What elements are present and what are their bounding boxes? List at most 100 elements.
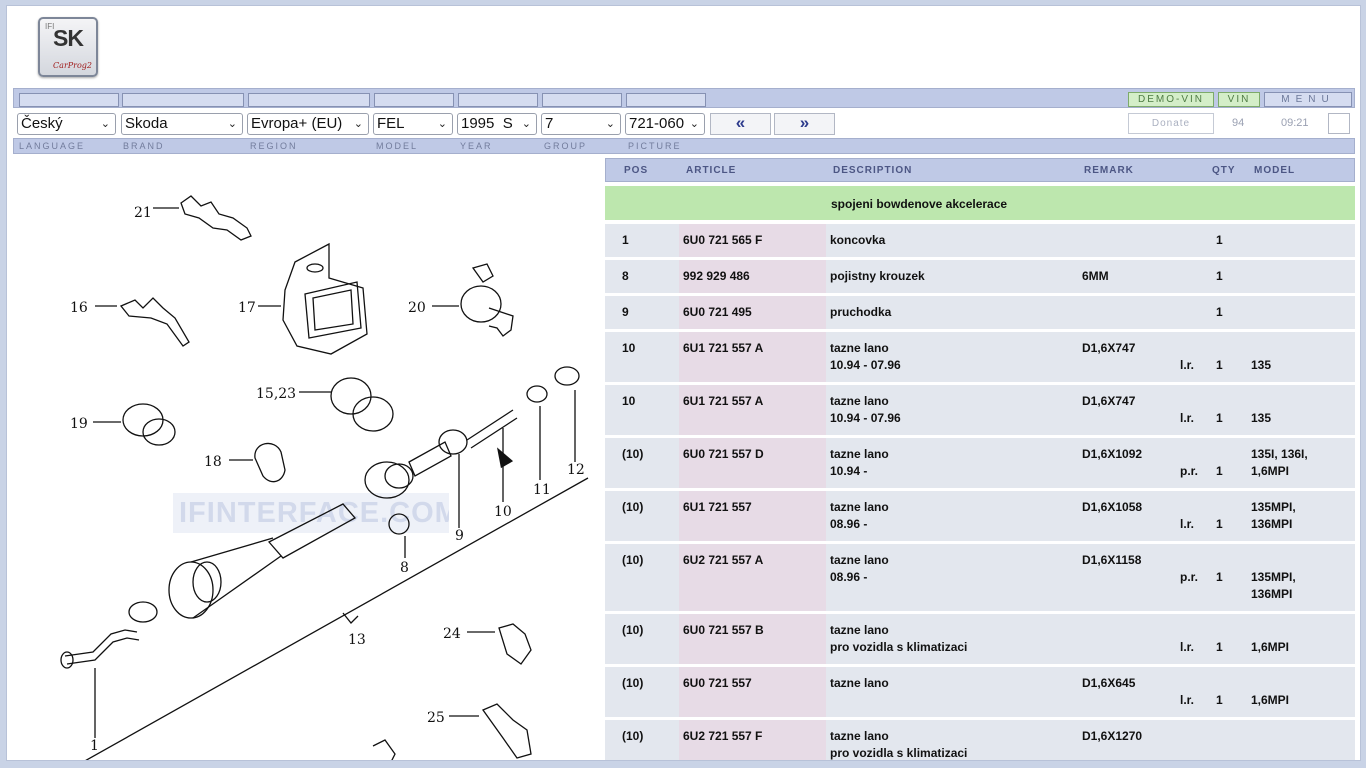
cell-side: l.r. [1180, 517, 1195, 531]
cell-qty: 1 [1216, 464, 1223, 478]
cell-model-line2: 1,6MPI [1251, 464, 1290, 478]
clock-text: 09:21 [1281, 117, 1309, 129]
table-header: POS ARTICLE DESCRIPTION REMARK QTY MODEL [605, 158, 1355, 182]
cell-pos: (10) [622, 623, 644, 637]
watermark: IFINTERFACE.COM [173, 493, 449, 533]
menu-button[interactable]: MENU [1264, 92, 1352, 107]
cell-description-line2: 08.96 - [830, 570, 868, 584]
cell-description: tazne lano [830, 447, 889, 461]
brand-label: BRAND [123, 141, 165, 151]
article-column-bg [679, 667, 826, 717]
cell-qty: 1 [1216, 693, 1223, 707]
cell-pos: (10) [622, 729, 644, 743]
demo-vin-button[interactable]: DEMO-VIN [1128, 92, 1214, 107]
cell-description: koncovka [830, 233, 886, 247]
article-column-bg [679, 385, 826, 435]
cell-article: 6U0 721 557 [683, 676, 752, 690]
cell-remark: D1,6X645 [1082, 676, 1136, 690]
top-toolbar: DEMO-VIN VIN MENU [13, 88, 1355, 108]
picture-value: 721-060 [629, 115, 685, 132]
year-slot[interactable] [458, 93, 538, 107]
cell-article: 992 929 486 [683, 269, 750, 283]
header-remark: REMARK [1084, 165, 1134, 176]
article-column-bg [679, 614, 826, 664]
cell-model-line2: 135MPI, [1251, 570, 1296, 584]
callout-13: 13 [348, 632, 366, 648]
cell-article: 6U1 721 557 [683, 500, 752, 514]
donate-button[interactable]: Donate [1128, 113, 1214, 134]
cell-description: pruchodka [830, 305, 892, 319]
region-select[interactable]: Evropa+ (EU)⌄ [247, 113, 369, 135]
cell-remark: D1,6X1270 [1082, 729, 1143, 743]
region-slot[interactable] [248, 93, 370, 107]
picture-slot[interactable] [626, 93, 706, 107]
cell-remark: 6MM [1082, 269, 1109, 283]
language-select[interactable]: Český⌄ [17, 113, 116, 135]
article-column-bg [679, 224, 826, 257]
cell-pos: 9 [622, 305, 629, 319]
model-select[interactable]: FEL ⌄ [373, 113, 453, 135]
cell-description: tazne lano [830, 394, 889, 408]
cell-model-line2: 1,6MPI [1251, 693, 1290, 707]
cell-remark: D1,6X1058 [1082, 500, 1143, 514]
language-slot[interactable] [19, 93, 119, 107]
year-select[interactable]: 1995 S⌄ [457, 113, 537, 135]
cell-side: p.r. [1180, 570, 1199, 584]
picture-select[interactable]: 721-060⌄ [625, 113, 705, 135]
region-label: REGION [250, 141, 298, 151]
callout-19: 19 [70, 416, 88, 432]
cell-description: pojistny krouzek [830, 269, 925, 283]
parts-table: POS ARTICLE DESCRIPTION REMARK QTY MODEL… [605, 158, 1357, 760]
language-value: Český [21, 115, 63, 132]
next-picture-button[interactable]: » [774, 113, 835, 135]
chevron-down-icon: ⌄ [437, 118, 447, 130]
parts-diagram[interactable]: IFINTERFACE.COM [13, 158, 605, 760]
callout-24: 24 [443, 626, 461, 642]
callout-25: 25 [427, 710, 445, 726]
cell-description-line2: 10.94 - 07.96 [830, 358, 901, 372]
callout-15-23: 15,23 [256, 386, 296, 402]
cell-model: 135MPI, [1251, 500, 1296, 514]
article-column-bg [679, 491, 826, 541]
group-select[interactable]: 7⌄ [541, 113, 621, 135]
callout-9: 9 [455, 528, 464, 544]
vin-button[interactable]: VIN [1218, 92, 1260, 107]
group-slot[interactable] [542, 93, 622, 107]
cell-pos: 1 [622, 233, 629, 247]
cell-model-line2: 135 [1251, 411, 1272, 425]
brand-slot[interactable] [122, 93, 244, 107]
cell-article: 6U1 721 557 A [683, 341, 764, 355]
square-button[interactable] [1328, 113, 1350, 134]
cell-pos: (10) [622, 447, 644, 461]
article-column-bg [679, 544, 826, 611]
brand-select[interactable]: Skoda⌄ [121, 113, 243, 135]
picture-label: PICTURE [628, 141, 682, 151]
article-column-bg [679, 720, 826, 760]
prev-picture-button[interactable]: « [710, 113, 771, 135]
cell-model-line2: 1,6MPI [1251, 640, 1290, 654]
cell-qty: 1 [1216, 570, 1223, 584]
cell-model-line3: 136MPI [1251, 587, 1293, 601]
article-column-bg [679, 332, 826, 382]
model-slot[interactable] [374, 93, 454, 107]
language-label: LANGUAGE [19, 141, 86, 151]
model-value: FEL [377, 115, 405, 132]
cell-pos: 10 [622, 341, 636, 355]
cell-description: tazne lano [830, 553, 889, 567]
chevron-down-icon: ⌄ [353, 118, 363, 130]
chevron-down-icon: ⌄ [227, 118, 237, 130]
cell-description: tazne lano [830, 676, 889, 690]
cell-description: tazne lano [830, 729, 889, 743]
app-logo[interactable]: IFI SK CarProg2 [38, 17, 98, 77]
